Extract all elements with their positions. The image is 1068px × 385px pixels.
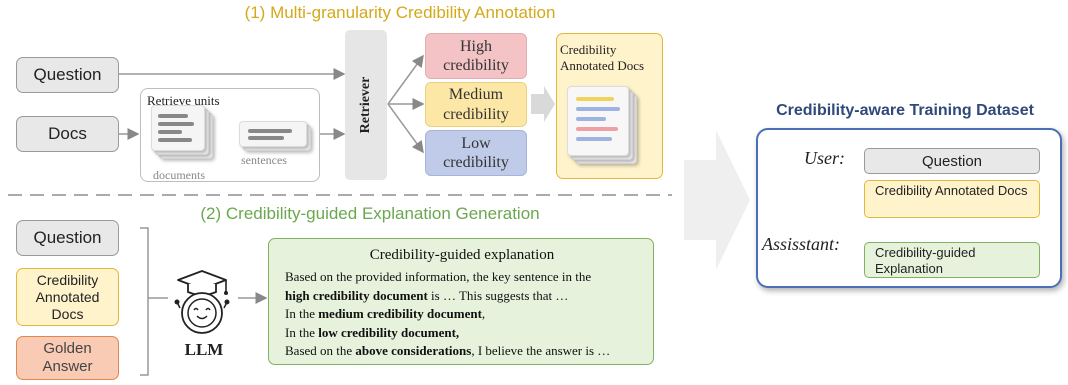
golden-answer-box: Golden Answer bbox=[16, 336, 119, 380]
documents-label: documents bbox=[153, 168, 205, 182]
retrieve-units-label: Retrieve units bbox=[147, 93, 220, 108]
explanation-title: Credibility-guided explanation bbox=[369, 247, 555, 263]
explanation-lines: Based on the provided information, the k… bbox=[285, 268, 610, 361]
dataset-question-box: Question bbox=[864, 148, 1040, 174]
question-box: Question bbox=[16, 57, 119, 93]
dataset-explanation-box: Credibility-guided Explanation bbox=[864, 242, 1040, 278]
high-credibility-label: High credibility bbox=[443, 37, 509, 74]
low-credibility-label: Low credibility bbox=[443, 134, 509, 171]
section2-title: (2) Credibility-guided Explanation Gener… bbox=[200, 204, 540, 223]
retriever-to-high-arrow bbox=[387, 54, 424, 105]
retrieve-units-container: Retrieve units documents sentences bbox=[140, 88, 320, 182]
medium-credibility-label: Medium credibility bbox=[443, 86, 509, 123]
dataset-title: Credibility-aware Training Dataset bbox=[776, 102, 1034, 119]
levels-to-annotated-arrow bbox=[531, 86, 555, 122]
explanation-box: Credibility-guided explanation Based on … bbox=[268, 238, 654, 365]
golden-answer-label: Golden Answer bbox=[42, 340, 93, 375]
retriever-to-low-arrow bbox=[387, 103, 424, 154]
dataset-annotated-docs-box: Credibility Annotated Docs bbox=[864, 180, 1040, 218]
explanation-line: In the low credibility document, bbox=[285, 324, 460, 340]
retriever-box: Retriever bbox=[345, 30, 387, 180]
high-credibility-box: High credibility bbox=[425, 33, 527, 79]
explanation-line: Based on the provided information, the k… bbox=[285, 269, 592, 284]
sentences-label: sentences bbox=[241, 153, 287, 167]
dataset-panel: User: Question Credibility Annotated Doc… bbox=[756, 128, 1062, 288]
to-dataset-big-arrow bbox=[684, 130, 750, 270]
inputs-bracket bbox=[140, 227, 149, 376]
low-credibility-box: Low credibility bbox=[425, 130, 527, 176]
user-label: User: bbox=[804, 148, 845, 168]
docs-box: Docs bbox=[16, 116, 119, 152]
retriever-label: Retriever bbox=[358, 76, 373, 134]
llm-robot-icon bbox=[174, 270, 230, 334]
cred-annotated-docs-box: Credibility Annotated Docs bbox=[16, 268, 119, 326]
assistant-label: Assisstant: bbox=[762, 234, 841, 254]
annotated-docs-label: Credibility Annotated Docs bbox=[560, 42, 645, 73]
cred-annotated-docs-label: Credibility Annotated Docs bbox=[35, 271, 100, 322]
explanation-line: high credibility document is … This sugg… bbox=[285, 287, 569, 303]
llm-label: LLM bbox=[184, 340, 224, 359]
medium-credibility-box: Medium credibility bbox=[425, 82, 527, 127]
annotated-docs-box: Credibility Annotated Docs bbox=[556, 33, 663, 179]
question-input-box: Question bbox=[16, 220, 119, 256]
explanation-line: In the medium credibility document, bbox=[285, 306, 486, 321]
section1-title: (1) Multi-granularity Credibility Annota… bbox=[244, 3, 556, 22]
explanation-line: Based on the above considerations, I bel… bbox=[285, 343, 611, 358]
